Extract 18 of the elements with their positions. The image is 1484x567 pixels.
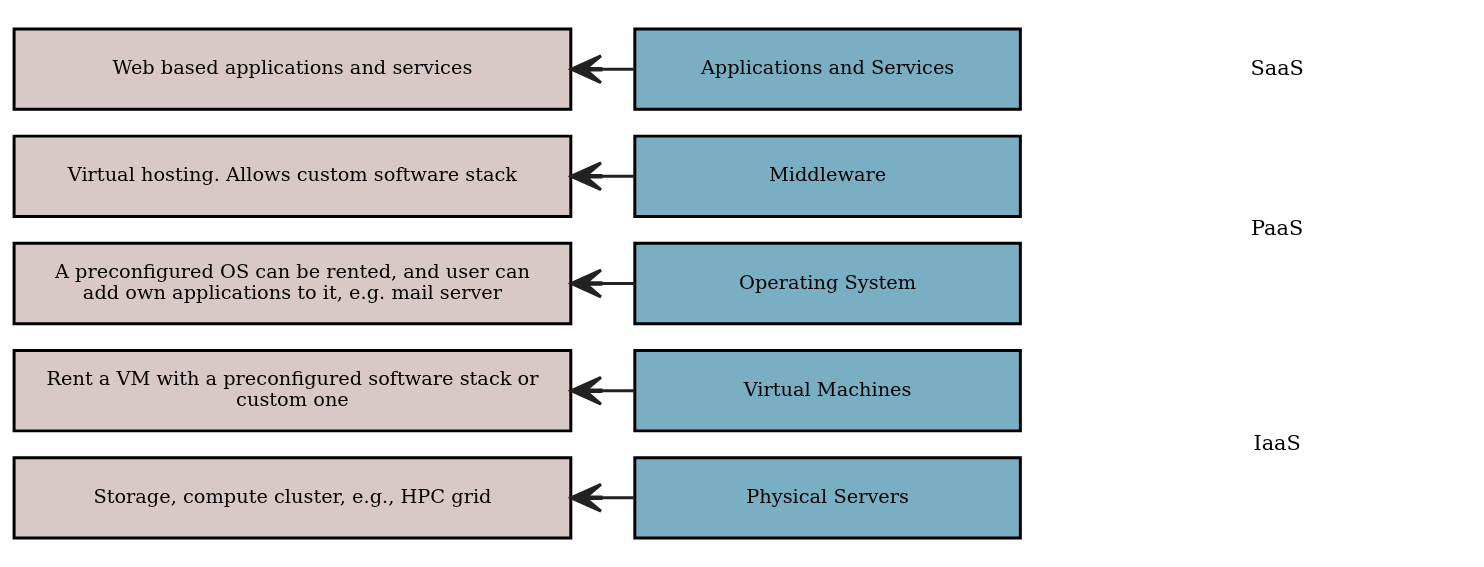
node-box: Physical Servers: [633, 456, 1022, 540]
node-box: Middleware: [633, 134, 1022, 218]
node-box: Web based applications and services: [12, 27, 573, 111]
node-box: Virtual hosting. Allows custom software stack: [12, 134, 573, 218]
node-box: Applications and Services: [633, 27, 1022, 111]
label: IaaS: [1253, 430, 1301, 455]
arrow: [569, 482, 635, 513]
arrow: [569, 268, 635, 299]
node-box: Virtual Machines: [633, 349, 1022, 433]
arrow: [569, 54, 635, 85]
node-box: Operating System: [633, 241, 1022, 326]
node-box: Storage, compute cluster, e.g., HPC grid: [12, 456, 573, 540]
node-box: Rent a VM with a preconfigured software stack or custom one: [12, 349, 573, 433]
arrow: [569, 161, 635, 192]
arrow: [569, 375, 635, 406]
label: PaaS: [1251, 216, 1304, 241]
node-box: A preconfigured OS can be rented, and user can add own applications to it, e.g. mail server: [12, 241, 573, 326]
label: SaaS: [1250, 55, 1304, 80]
